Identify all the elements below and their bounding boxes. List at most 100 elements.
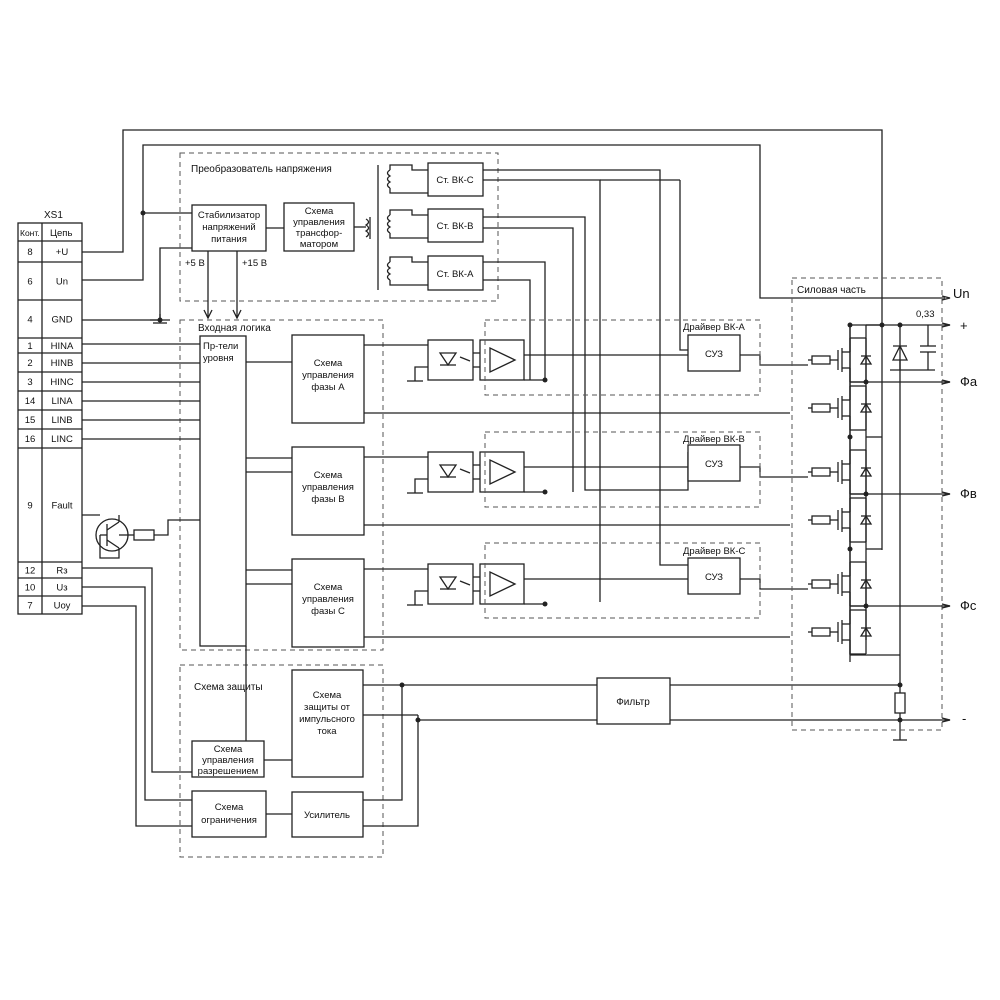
phase-a-2: управления bbox=[302, 370, 354, 381]
phase-a-signal-path bbox=[364, 339, 808, 414]
label-15v: +15 В bbox=[242, 258, 267, 269]
level-shifter-block bbox=[199, 335, 247, 647]
pin-number: 12 bbox=[25, 566, 36, 577]
phase-b-2: управления bbox=[302, 482, 354, 493]
cap-label: 0,33 bbox=[916, 309, 935, 320]
igbt-leg-2 bbox=[808, 434, 951, 550]
input-signal-wires bbox=[82, 343, 200, 440]
level-shifter-2: уровня bbox=[203, 353, 234, 364]
protection-circuit: Схема защиты Схема управления разрешение… bbox=[179, 646, 384, 858]
pin-number: 2 bbox=[27, 358, 32, 369]
power-title: Силовая часть bbox=[797, 285, 866, 296]
optocoupler-led-icon bbox=[427, 339, 474, 381]
gate-resistor-icon bbox=[811, 467, 831, 477]
phase-a-ctrl-block bbox=[291, 334, 365, 424]
suz-c-label: СУЗ bbox=[705, 572, 723, 583]
stabilizer-line-2: напряжений bbox=[202, 222, 256, 233]
phase-a-3: фазы А bbox=[311, 382, 345, 393]
transformer-control-block bbox=[283, 202, 355, 252]
phase-b-3: фазы В bbox=[311, 494, 344, 505]
pin-net: Fault bbox=[51, 501, 72, 512]
shunt-resistor-icon bbox=[894, 692, 906, 714]
amplifier-block bbox=[291, 791, 364, 838]
enable-ctrl-2: управления bbox=[202, 755, 254, 766]
pin-number: 10 bbox=[25, 583, 36, 594]
out-fa-label: Фа bbox=[960, 374, 978, 389]
converter-title: Преобразователь напряжения bbox=[191, 163, 332, 175]
pin-net: Uоу bbox=[54, 601, 71, 612]
pin-number: 6 bbox=[27, 277, 32, 288]
limit-2: ограничения bbox=[201, 815, 257, 826]
pin-number: 9 bbox=[27, 501, 32, 512]
optocoupler-led-icon bbox=[427, 563, 474, 605]
suz-a-block bbox=[687, 334, 741, 372]
pin-number: 3 bbox=[27, 377, 32, 388]
pulse-prot-3: импульсного bbox=[299, 714, 355, 725]
phase-c-signal-path bbox=[364, 563, 808, 638]
out-fc-label: Фс bbox=[960, 598, 977, 613]
pin-net: Un bbox=[56, 277, 68, 288]
phase-b-1: Схема bbox=[314, 470, 343, 481]
input-logic: Входная логика Пр-тели уровня Схема упра… bbox=[179, 319, 384, 651]
limit-block bbox=[191, 790, 267, 838]
gate-resistor-icon bbox=[811, 403, 831, 413]
suz-b-label: СУЗ bbox=[705, 459, 723, 470]
pin-number: 16 bbox=[25, 434, 36, 445]
filter-section: Фильтр bbox=[363, 655, 950, 827]
st-vk-c-label: Ст. ВК-С bbox=[436, 175, 473, 186]
level-shifter-1: Пр-тели bbox=[203, 341, 238, 352]
driver-a-title: Драйвер ВК-А bbox=[683, 322, 745, 333]
suz-c-block bbox=[687, 557, 741, 595]
out-fb-label: Фв bbox=[960, 486, 977, 501]
st-vk-b-block bbox=[427, 208, 484, 243]
driver-groups: Драйвер ВК-А Драйвер ВК-В Драйвер ВК-С С… bbox=[484, 319, 761, 619]
stabilizer-line-1: Стабилизатор bbox=[198, 210, 260, 221]
pin-net: +U bbox=[56, 247, 69, 258]
pin-net: HINC bbox=[50, 377, 73, 388]
pin-number: 7 bbox=[27, 601, 32, 612]
pin-number: 1 bbox=[27, 341, 32, 352]
pin-number: 14 bbox=[25, 396, 36, 407]
logic-title: Входная логика bbox=[198, 323, 271, 334]
voltage-converter: Преобразователь напряжения Стабилизатор … bbox=[179, 152, 499, 320]
pin-net: GND bbox=[51, 315, 72, 326]
optocoupler-receiver-icon bbox=[479, 451, 525, 493]
pulse-prot-1: Схема bbox=[313, 690, 342, 701]
enable-ctrl-3: разрешением bbox=[198, 766, 259, 777]
stabilizer-line-3: питания bbox=[211, 234, 247, 245]
suz-a-label: СУЗ bbox=[705, 349, 723, 360]
transformer-ctrl-1: Схема bbox=[305, 206, 334, 217]
isolated-supply-wires bbox=[483, 169, 689, 602]
igbt-leg-1 bbox=[808, 322, 951, 438]
phase-c-2: управления bbox=[302, 594, 354, 605]
out-un-label: Un bbox=[953, 286, 970, 301]
stabilizer-block bbox=[191, 204, 267, 252]
st-vk-a-block bbox=[427, 255, 484, 291]
igbt-leg-3 bbox=[808, 546, 951, 662]
pin-net: LINC bbox=[51, 434, 73, 445]
power-section: Силовая часть 0,33 Un + Фа Фв Фс - bbox=[791, 277, 978, 731]
gate-resistor-icon bbox=[811, 627, 831, 637]
pin-net: HINB bbox=[51, 358, 74, 369]
transformer-ctrl-2: управления bbox=[293, 217, 345, 228]
suz-b-block bbox=[687, 444, 741, 482]
fault-resistor-icon bbox=[133, 529, 155, 541]
pin-net: HINA bbox=[51, 341, 74, 352]
supply-wires bbox=[82, 129, 945, 324]
connector-header-net: Цепь bbox=[50, 228, 72, 239]
gate-resistor-icon bbox=[811, 515, 831, 525]
pin-number: 4 bbox=[27, 315, 32, 326]
transformer-ctrl-4: матором bbox=[300, 239, 338, 250]
st-vk-b-label: Ст. ВК-В bbox=[437, 221, 474, 232]
phase-b-signal-path bbox=[364, 451, 808, 526]
filter-label: Фильтр bbox=[616, 697, 650, 708]
pin-net: LINA bbox=[51, 396, 73, 407]
pulse-protection-block bbox=[291, 669, 364, 778]
gate-resistor-icon bbox=[811, 355, 831, 365]
pulse-prot-4: тока bbox=[317, 726, 337, 737]
driver-b-title: Драйвер ВК-В bbox=[683, 434, 745, 445]
enable-ctrl-block bbox=[191, 740, 265, 778]
out-minus-label: - bbox=[962, 711, 966, 726]
